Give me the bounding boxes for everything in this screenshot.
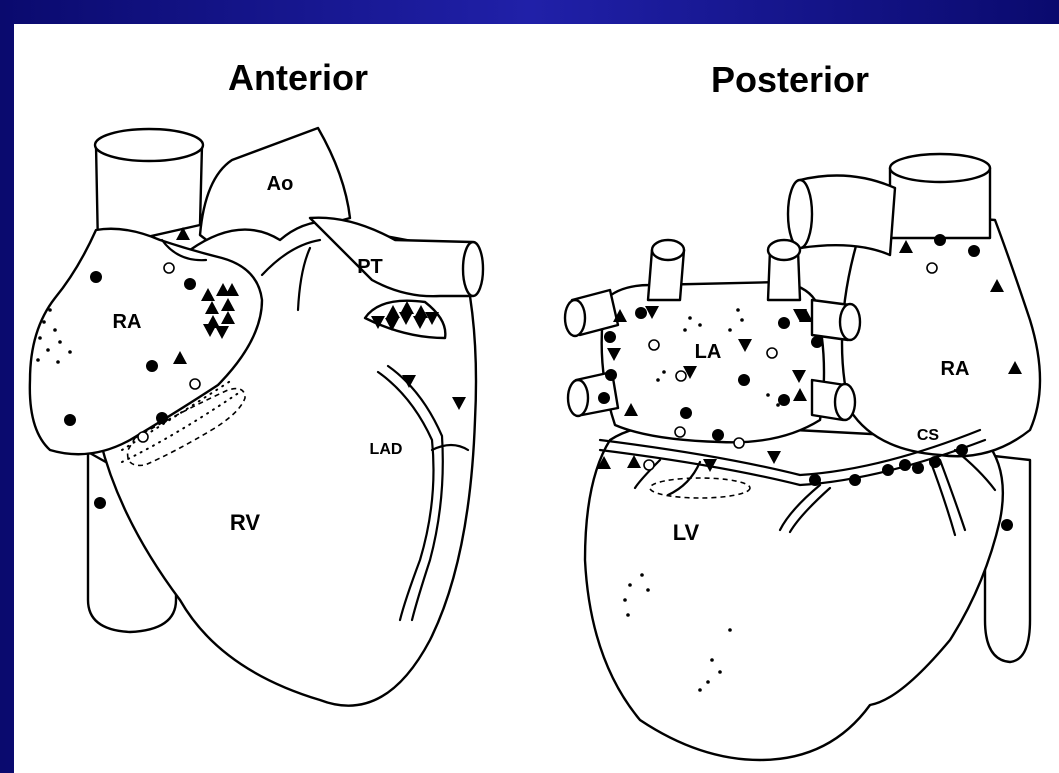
open-circle-marker [676, 371, 686, 381]
dot-marker [706, 680, 710, 684]
filled-circle-marker [934, 234, 946, 246]
dot-marker [56, 360, 60, 364]
open-circle-marker [649, 340, 659, 350]
pv-ru-opening [840, 304, 860, 340]
open-circle-marker [734, 438, 744, 448]
filled-circle-marker [882, 464, 894, 476]
open-circle-marker [138, 432, 148, 442]
dot-marker [48, 308, 52, 312]
dot-marker [698, 323, 702, 327]
dot-marker [688, 316, 692, 320]
anterior-view [30, 128, 483, 706]
dot-marker [698, 688, 702, 692]
dot-marker [662, 370, 666, 374]
dot-marker [640, 573, 644, 577]
dot-marker [58, 340, 62, 344]
filled-circle-marker [680, 407, 692, 419]
label-rv: RV [230, 510, 260, 535]
open-circle-marker [767, 348, 777, 358]
filled-circle-marker [605, 369, 617, 381]
dot-marker [683, 328, 687, 332]
dot-marker [776, 403, 780, 407]
filled-circle-marker [94, 497, 106, 509]
label-lad: LAD [370, 441, 403, 458]
dot-marker [728, 628, 732, 632]
dot-marker [646, 588, 650, 592]
aorta-opening-posterior [788, 180, 812, 248]
dot-marker [623, 598, 627, 602]
dot-marker [740, 318, 744, 322]
dot-marker [38, 336, 42, 340]
label-lv: LV [673, 520, 700, 545]
filled-circle-marker [738, 374, 750, 386]
dot-marker [718, 670, 722, 674]
dot-marker [36, 358, 40, 362]
filled-circle-marker [809, 474, 821, 486]
dot-marker [46, 348, 50, 352]
filled-circle-marker [598, 392, 610, 404]
dot-marker [42, 320, 46, 324]
dot-marker [710, 658, 714, 662]
filled-circle-marker [929, 456, 941, 468]
dot-marker [628, 583, 632, 587]
pv-lu-opening [565, 300, 585, 336]
label-ra-posterior: RA [941, 358, 970, 380]
dot-marker [626, 613, 630, 617]
anterior-title: Anterior [228, 57, 368, 98]
dot-marker [656, 378, 660, 382]
filled-circle-marker [635, 307, 647, 319]
svc-opening-posterior [890, 154, 990, 182]
aorta-posterior [800, 176, 895, 256]
posterior-title: Posterior [711, 59, 869, 100]
open-circle-marker [675, 427, 685, 437]
filled-circle-marker [849, 474, 861, 486]
label-la: LA [695, 341, 722, 363]
label-ra-anterior: RA [113, 311, 142, 333]
open-circle-marker [644, 460, 654, 470]
open-circle-marker [190, 379, 200, 389]
open-circle-marker [164, 263, 174, 273]
filled-circle-marker [146, 360, 158, 372]
filled-circle-marker [604, 331, 616, 343]
pv-rl-opening [835, 384, 855, 420]
dot-marker [766, 393, 770, 397]
posterior-view [565, 154, 1040, 760]
filled-circle-marker [184, 278, 196, 290]
pt-opening [463, 242, 483, 296]
filled-circle-marker [156, 412, 168, 424]
label-ao: Ao [267, 173, 294, 195]
filled-circle-marker [968, 245, 980, 257]
filled-circle-marker [956, 444, 968, 456]
pv-tl-opening [652, 240, 684, 260]
dot-marker [53, 328, 57, 332]
filled-circle-marker [778, 394, 790, 406]
filled-circle-marker [811, 336, 823, 348]
filled-circle-marker [64, 414, 76, 426]
filled-circle-marker [778, 317, 790, 329]
filled-circle-marker [899, 459, 911, 471]
pv-ll-opening [568, 380, 588, 416]
filled-circle-marker [912, 462, 924, 474]
dot-marker [736, 308, 740, 312]
pv-tr-opening [768, 240, 800, 260]
svc-opening [95, 129, 203, 161]
dot-marker [728, 328, 732, 332]
open-circle-marker [927, 263, 937, 273]
label-pt: PT [357, 256, 383, 278]
filled-circle-marker [90, 271, 102, 283]
filled-circle-marker [1001, 519, 1013, 531]
filled-circle-marker [712, 429, 724, 441]
dot-marker [68, 350, 72, 354]
label-cs: CS [917, 427, 940, 444]
